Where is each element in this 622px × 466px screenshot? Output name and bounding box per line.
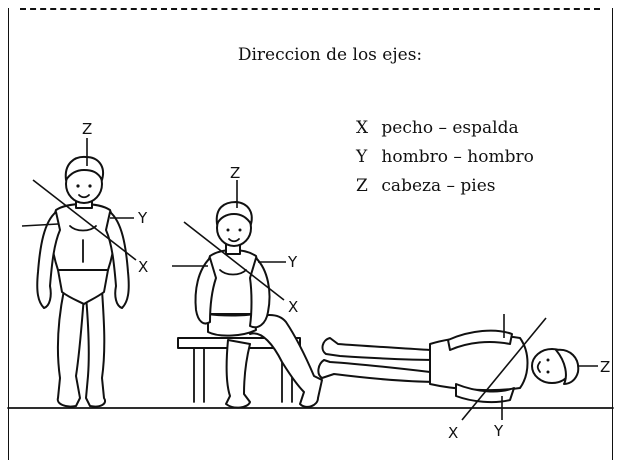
sitting-hair bbox=[215, 201, 253, 225]
legend-description-y: hombro – hombro bbox=[381, 147, 534, 167]
diagram-frame bbox=[8, 8, 613, 460]
sitting-left-arm bbox=[194, 257, 217, 325]
lying-x-axis bbox=[461, 317, 547, 421]
lying-x-label: X bbox=[448, 424, 458, 442]
axis-legend: X pecho – espalda Y hombro – hombro Z ca… bbox=[356, 114, 534, 201]
sitting-y-label: Y bbox=[287, 253, 298, 271]
frame-top-edge bbox=[20, 8, 600, 10]
lying-upper-arm bbox=[447, 329, 513, 351]
legend-axis-z: Z bbox=[356, 176, 368, 196]
sitting-right-arm bbox=[249, 257, 271, 329]
sitting-extended-leg bbox=[249, 314, 323, 408]
sitting-lower-leg bbox=[225, 339, 251, 409]
standing-briefs bbox=[57, 269, 109, 305]
standing-x-axis bbox=[32, 179, 137, 261]
standing-figure bbox=[36, 155, 130, 408]
standing-z-label: Z bbox=[82, 120, 92, 138]
chair-leg-left bbox=[193, 347, 205, 403]
diagram-title: Direccion de los ejes: bbox=[237, 45, 423, 65]
sitting-x-axis bbox=[183, 221, 285, 301]
standing-left-arm bbox=[36, 211, 61, 309]
sitting-x-label: X bbox=[288, 298, 298, 316]
lying-y-label: Y bbox=[493, 422, 504, 440]
lying-upper-leg bbox=[321, 337, 441, 361]
legend-description-z: cabeza – pies bbox=[381, 176, 496, 196]
lying-torso bbox=[429, 335, 529, 392]
standing-left-leg bbox=[56, 289, 85, 408]
lying-figure bbox=[317, 329, 580, 404]
sitting-z-label: Z bbox=[230, 164, 240, 182]
lying-z-label: Z bbox=[600, 358, 610, 376]
legend-axis-x: X bbox=[356, 118, 369, 138]
legend-axis-y: Y bbox=[356, 147, 368, 167]
standing-hair bbox=[64, 155, 104, 181]
standing-y-label: Y bbox=[137, 209, 148, 227]
standing-y-axis-left bbox=[21, 223, 59, 227]
standing-x-label: X bbox=[138, 258, 148, 276]
sitting-briefs bbox=[207, 313, 257, 337]
legend-row-x: X pecho – espalda bbox=[356, 114, 534, 143]
legend-row-y: Y hombro – hombro bbox=[356, 143, 534, 172]
legend-row-z: Z cabeza – pies bbox=[356, 172, 534, 201]
lying-hair bbox=[555, 348, 580, 385]
legend-description-x: pecho – espalda bbox=[381, 118, 519, 138]
lying-lower-leg bbox=[317, 359, 441, 383]
standing-right-leg bbox=[85, 289, 106, 408]
standing-right-arm bbox=[105, 211, 130, 309]
sitting-figure bbox=[177, 201, 323, 409]
